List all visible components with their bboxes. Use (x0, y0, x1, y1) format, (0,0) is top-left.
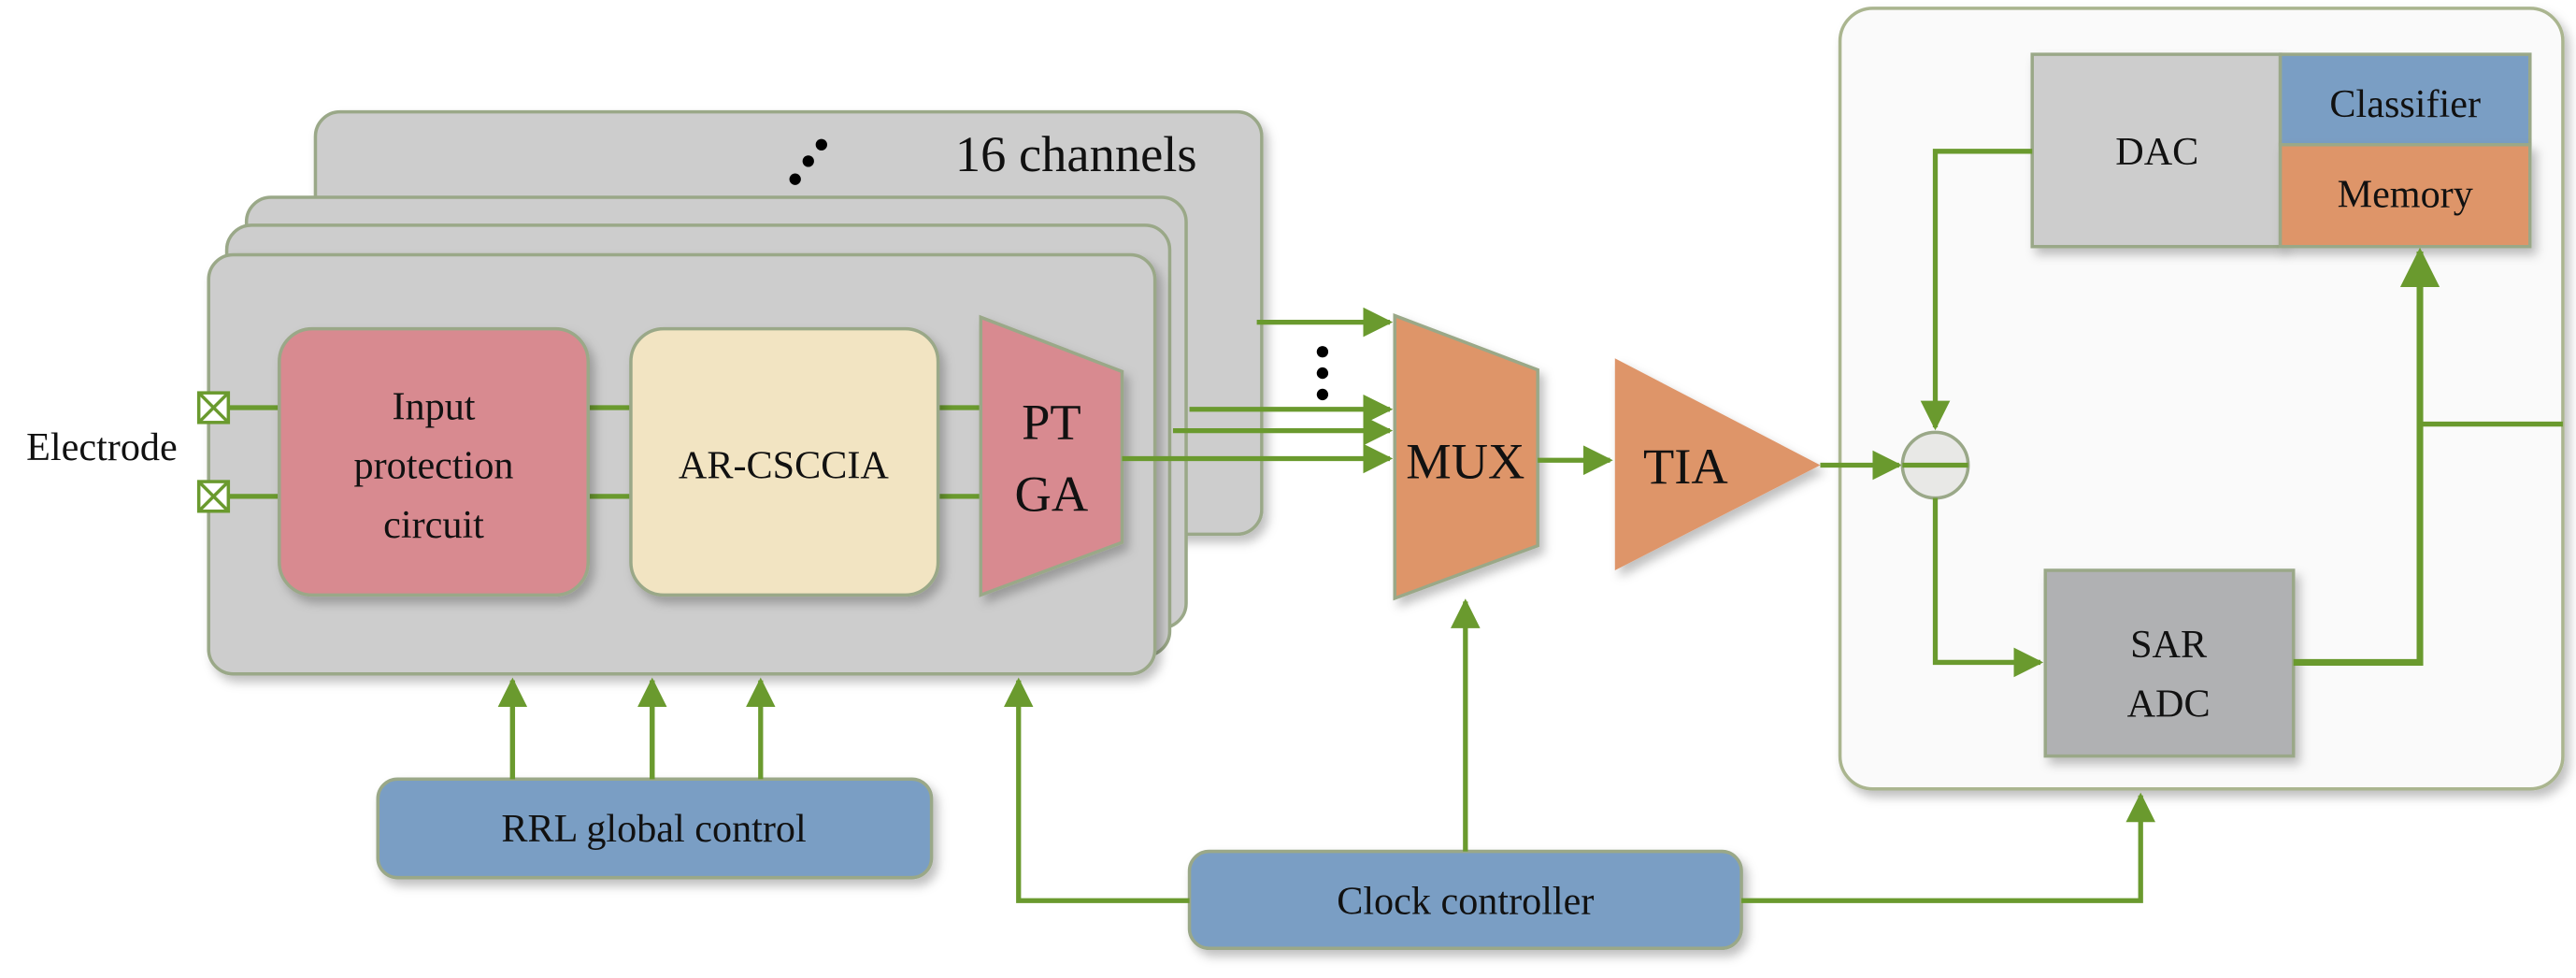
ar-csccia-label: AR-CSCCIA (679, 444, 890, 488)
dac-label: DAC (2115, 130, 2198, 174)
classifier-label: Classifier (2329, 82, 2481, 126)
subtractor-icon (1900, 430, 1970, 500)
memory-label: Memory (2338, 173, 2473, 217)
electrode-pad-icon (196, 480, 231, 513)
subtractor-to-adc-wire (1932, 497, 2044, 678)
clock-to-ptga-wire (1003, 677, 1190, 903)
ptga-block (979, 314, 1124, 597)
rrl-control-wires (509, 681, 760, 780)
ptga-label: PT (1022, 393, 1081, 450)
input-protection-label: circuit (383, 503, 484, 547)
ellipsis-vertical-icon (1316, 346, 1329, 401)
channel-output-wires (1122, 307, 1394, 474)
tia-label: TIA (1643, 438, 1728, 495)
ellipsis-diagonal-icon (789, 138, 827, 185)
channel-wires (228, 405, 981, 499)
dac-block (2030, 52, 2283, 249)
memory-block (2278, 143, 2532, 249)
adc-to-memory-wire (2293, 247, 2440, 666)
input-protection-label: Input (393, 384, 476, 428)
dac-to-subtractor-wire (1920, 149, 2033, 431)
electrode-pad-icon (196, 391, 231, 424)
sar-adc-label: ADC (2127, 682, 2211, 726)
electrode-label: Electrode (26, 425, 178, 469)
clock-to-adc-panel-wire (1741, 792, 2156, 903)
channels-label: 16 channels (955, 125, 1197, 182)
ptga-label: GA (1015, 466, 1089, 523)
tia-block (1614, 358, 1821, 571)
mux-label: MUX (1406, 433, 1524, 490)
input-protection-label: protection (354, 444, 514, 488)
mux-block (1393, 313, 1539, 601)
ar-csccia-block (629, 326, 940, 597)
sar-adc-block (2043, 568, 2296, 758)
clock-controller-label: Clock controller (1337, 879, 1594, 923)
sar-adc-label: SAR (2130, 623, 2208, 667)
rrl-global-control-label: RRL global control (501, 807, 806, 851)
input-protection-block (278, 326, 590, 597)
